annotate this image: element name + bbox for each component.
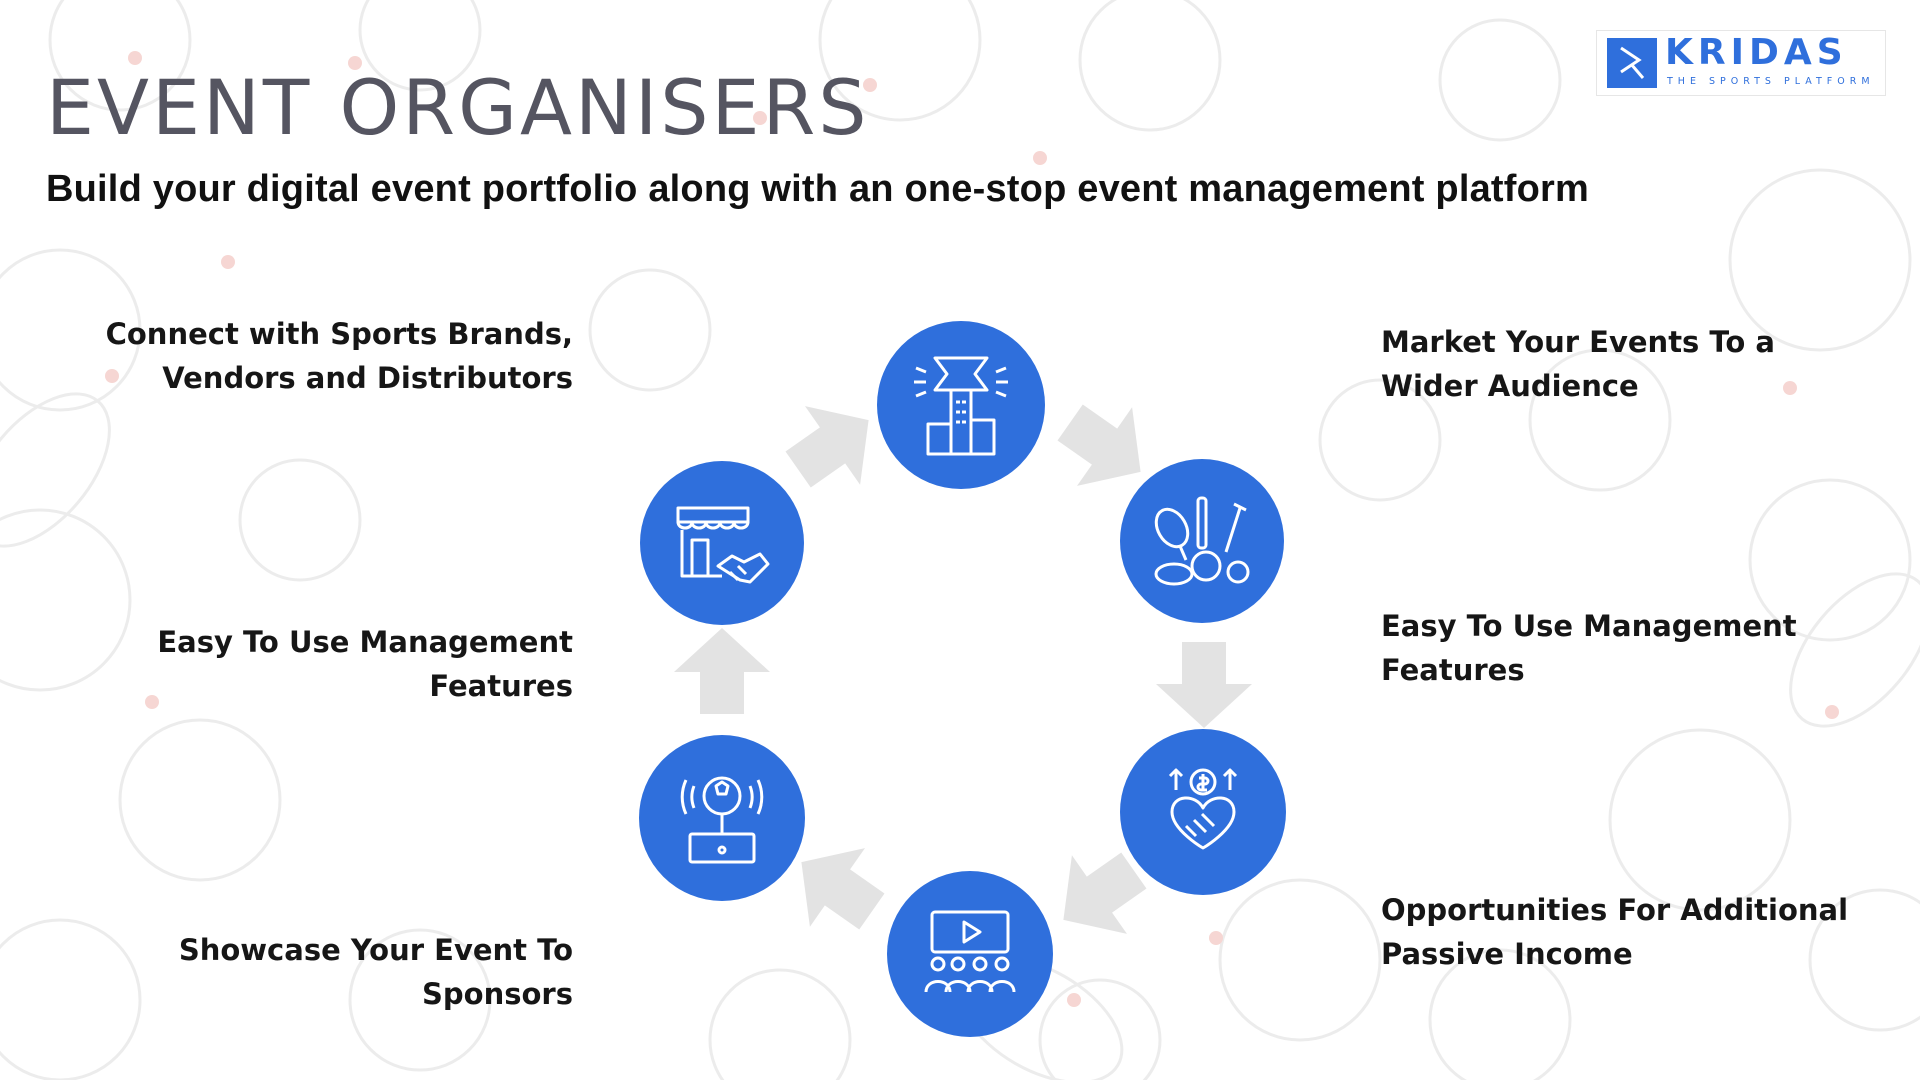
stadium-icon — [877, 321, 1045, 489]
page-subtitle: Build your digital event portfolio along… — [46, 168, 1590, 210]
feature-showcase-sponsors: Showcase Your Event To Sponsors — [178, 933, 573, 1011]
kridas-logo[interactable]: KRIDAS THE SPORTS PLATFORM — [1596, 30, 1886, 96]
broadcast-monitor-icon — [639, 735, 805, 901]
feature-easy-management-right: Easy To Use Management Features — [1381, 609, 1797, 687]
logo-mark-icon — [1607, 38, 1657, 88]
income-handshake-icon — [1120, 729, 1286, 895]
arrow-connector — [674, 628, 770, 714]
store-handshake-icon — [640, 461, 804, 625]
logo-tagline: THE SPORTS PLATFORM — [1667, 76, 1875, 87]
feature-market-events: Market Your Events To a Wider Audience — [1381, 325, 1775, 403]
arrow-connector — [1156, 642, 1252, 728]
page-title: EVENT ORGANISERS — [46, 63, 870, 152]
logo-name: KRIDAS — [1665, 32, 1848, 73]
feature-easy-management-left: Easy To Use Management Features — [157, 625, 573, 703]
sports-equipment-icon — [1120, 459, 1284, 623]
feature-connect-brands: Connect with Sports Brands, Vendors and … — [105, 317, 573, 395]
feature-passive-income: Opportunities For Additional Passive Inc… — [1381, 893, 1849, 971]
audience-screen-icon — [887, 871, 1053, 1037]
